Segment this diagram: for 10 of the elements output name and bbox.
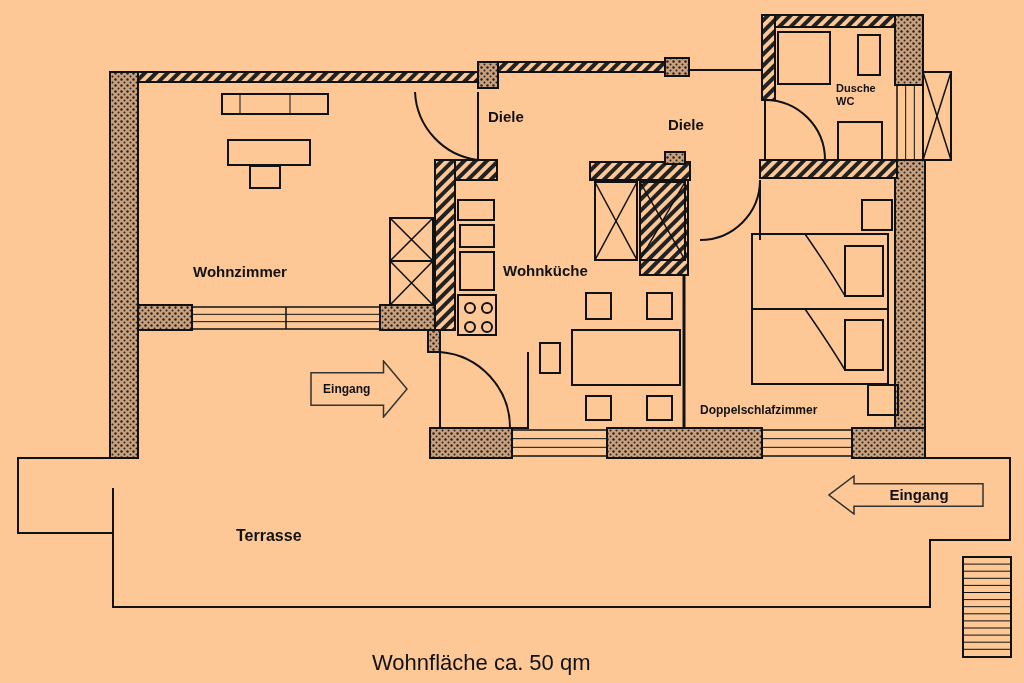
room-label: Diele bbox=[488, 108, 524, 125]
room-label: Wohnzimmer bbox=[193, 263, 287, 280]
entrance-arrow: Eingang bbox=[828, 475, 984, 515]
room-label: Dusche WC bbox=[836, 82, 876, 109]
room-label: Doppelschlafzimmer bbox=[700, 403, 818, 417]
terrace-label: Terrasse bbox=[236, 526, 302, 546]
entrance-arrow: Eingang bbox=[310, 360, 408, 418]
caption: Wohnfläche ca. 50 qm bbox=[372, 650, 591, 676]
room-label: Wohnküche bbox=[503, 262, 588, 279]
room-label: Diele bbox=[668, 116, 704, 133]
